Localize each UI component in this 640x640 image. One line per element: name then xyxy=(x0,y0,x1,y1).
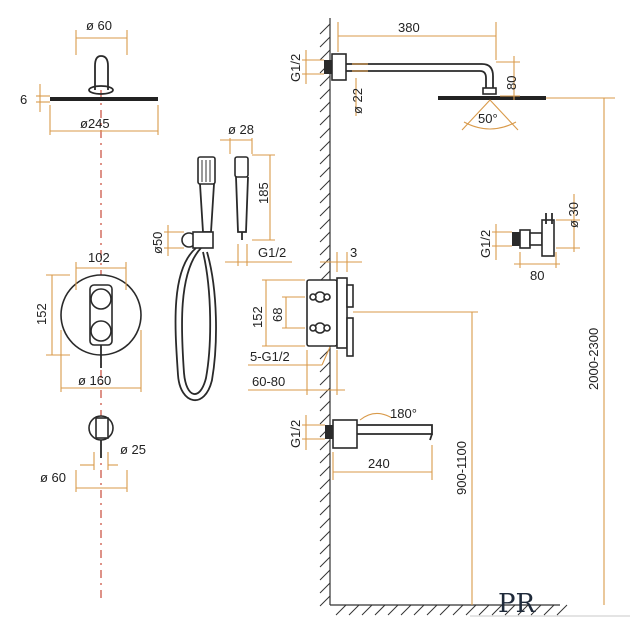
dim-a180: 180° xyxy=(390,406,417,421)
dim-g12-hand: G1/2 xyxy=(258,245,286,260)
dim-w102: 102 xyxy=(88,250,110,265)
dim-w380: 380 xyxy=(398,20,420,35)
dim-d245: ø245 xyxy=(80,116,110,131)
hand-holder-side: ø 30 G1/2 80 xyxy=(478,194,581,283)
dim-d28: ø 28 xyxy=(228,122,254,137)
dim-g12-spout: G1/2 xyxy=(288,420,303,448)
mixer-side: 3 152 68 5-G1/2 60-80 xyxy=(248,245,478,395)
dim-h3: 3 xyxy=(350,245,357,260)
brand-logo: PR xyxy=(470,589,630,619)
logo-text: PR xyxy=(498,589,536,619)
hand-shower: ø50 ø 28 185 G1/2 xyxy=(150,122,292,401)
dim-d30: ø 30 xyxy=(566,202,581,228)
dim-d160: ø 160 xyxy=(78,373,111,388)
dim-g12-holder: G1/2 xyxy=(478,230,493,258)
dim-w240: 240 xyxy=(368,456,390,471)
mixer-front: 102 152 ø 160 xyxy=(34,250,142,392)
dim-h900-1100: 900-1100 xyxy=(454,441,469,495)
dim-shower-height: 2000-2300 xyxy=(546,97,615,605)
dim-g5: 5-G1/2 xyxy=(250,349,290,364)
dim-h2000-2300: 2000-2300 xyxy=(586,328,601,390)
dim-h6: 6 xyxy=(20,92,27,107)
shower-arm-side: 380 G1/2 ø 22 80 50° xyxy=(288,20,546,131)
bath-spout-side: 180° G1/2 240 xyxy=(288,406,433,480)
dim-h80: 80 xyxy=(504,76,519,90)
dim-d22: ø 22 xyxy=(350,88,365,114)
dim-g12-arm: G1/2 xyxy=(288,54,303,82)
dim-h152-mid: 152 xyxy=(250,306,265,328)
dim-d60-bottom: ø 60 xyxy=(40,470,66,485)
dim-d6080: 60-80 xyxy=(252,374,285,389)
dim-h68: 68 xyxy=(270,308,285,322)
dim-a50: 50° xyxy=(478,111,498,126)
dim-mixer-height: 900-1100 xyxy=(454,312,473,605)
dim-w80: 80 xyxy=(530,268,544,283)
dim-d50: ø50 xyxy=(150,232,165,254)
dim-l185: 185 xyxy=(256,182,271,204)
dim-d25: ø 25 xyxy=(120,442,146,457)
dim-h152-left: 152 xyxy=(34,303,49,325)
wall-outlet-front: ø 25 ø 60 xyxy=(40,415,146,492)
dim-d60-top: ø 60 xyxy=(86,18,112,33)
shower-head-front: ø 60 6 ø245 xyxy=(20,18,159,600)
